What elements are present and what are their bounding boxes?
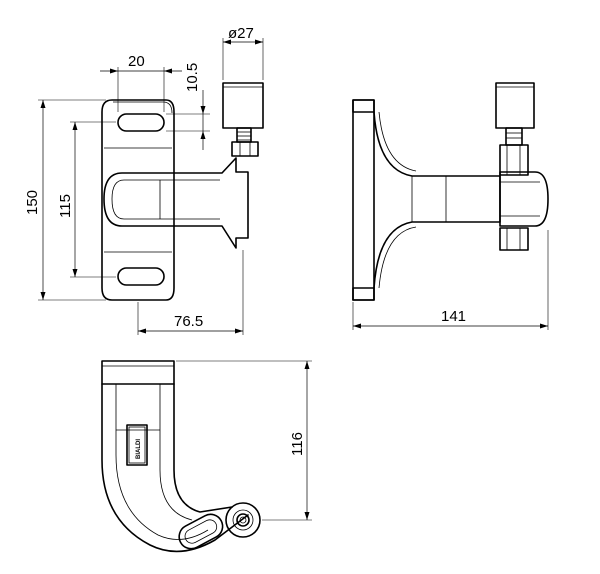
top-dimensions: 116 (176, 360, 312, 521)
front-view (101, 82, 264, 301)
dim-total-depth-label: 141 (441, 308, 466, 325)
brand-logo-text: BIALDI (136, 439, 142, 459)
side-view (352, 82, 549, 301)
dim-bottom-height-label: 116 (289, 432, 306, 456)
dim-slot-spacing-label: 115 (57, 194, 74, 218)
dim-projection-label: 76.5 (174, 313, 203, 330)
side-dimensions: 141 (352, 230, 549, 330)
brand-logo (126, 424, 148, 466)
end-knob (225, 502, 261, 538)
hex-nut (231, 141, 259, 157)
top-slot (117, 113, 165, 132)
dim-diameter-label: ø27 (228, 25, 254, 42)
dim-slot-width-label: 20 (128, 53, 145, 70)
dim-total-height-label: 150 (24, 190, 41, 215)
top-view: BIALDI (101, 360, 261, 553)
front-dimensions: ø27 20 10.5 150 115 76.5 (24, 25, 264, 335)
top-cylinder (222, 82, 264, 129)
dim-slot-height-label: 10.5 (184, 63, 201, 92)
bottom-slot (117, 267, 165, 286)
